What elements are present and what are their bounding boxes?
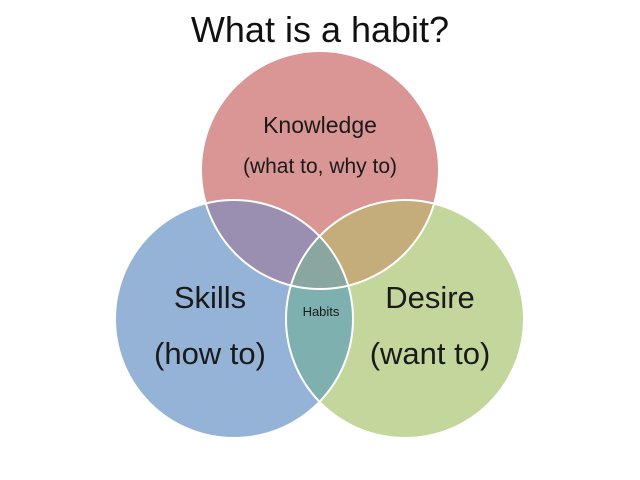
- knowledge-outline: [200, 50, 440, 290]
- skills-sublabel: (how to): [154, 336, 266, 371]
- desire-sublabel: (want to): [369, 336, 491, 371]
- page-title: What is a habit?: [190, 9, 450, 50]
- desire-outline: [285, 199, 525, 439]
- skills-outline: [114, 199, 354, 439]
- desire-label: Desire: [385, 280, 475, 315]
- overlap-knowledge-desire: [286, 200, 439, 289]
- knowledge-label: Knowledge: [263, 112, 377, 138]
- skills-label: Skills: [173, 280, 247, 315]
- knowledge-sublabel: (what to, why to): [242, 155, 398, 178]
- overlap-knowledge-skills: [201, 200, 353, 289]
- habits-label: Habits: [302, 304, 340, 319]
